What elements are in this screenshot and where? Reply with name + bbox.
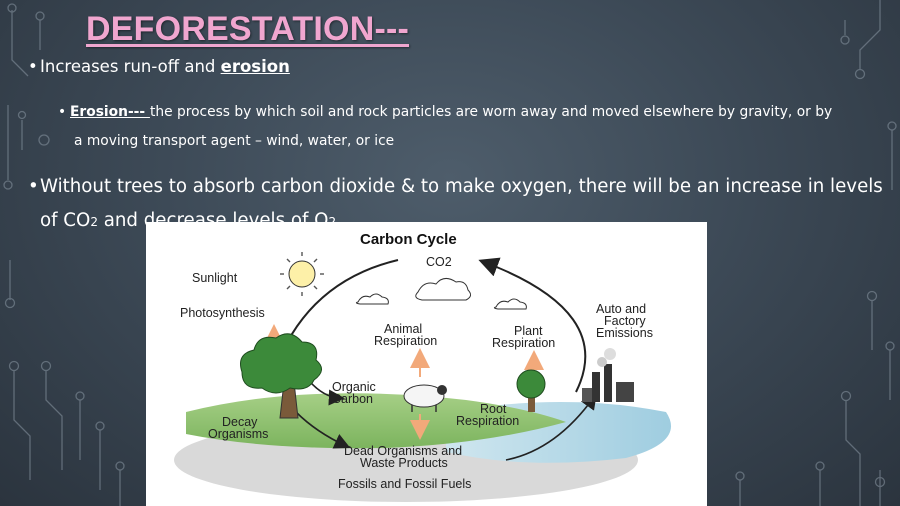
label-dead-line1: Dead Organisms and (344, 444, 462, 458)
label-plant-line2: Respiration (492, 336, 555, 350)
co2-text: of CO (40, 210, 91, 231)
cloud-icon (355, 278, 527, 310)
co2-subscript: 2 (90, 215, 98, 229)
label-decay-line1: Decay (222, 415, 258, 429)
label-auto-line2: Factory (604, 314, 646, 328)
label-organic-line2: Carbon (332, 392, 373, 406)
label-animal-line2: Respiration (374, 334, 437, 348)
factory-icon (582, 348, 634, 402)
carbon-cycle-diagram: Carbon Cycle Sunlight Photosynthesis CO2 (146, 222, 707, 506)
diagram-title: Carbon Cycle (360, 231, 457, 248)
sun-icon (280, 252, 324, 296)
subbullet-erosion: •Erosion--- the process by which soil an… (58, 98, 894, 156)
erosion-definition-line2: a moving transport agent – wind, water, … (74, 133, 395, 149)
label-root-line1: Root (480, 402, 507, 416)
tree-icon (240, 333, 322, 419)
label-auto-line1: Auto and (596, 302, 646, 316)
bullet-dot-icon: • (28, 57, 38, 76)
label-organic-line1: Organic (332, 380, 376, 394)
arrow-to-dead-organisms (295, 411, 351, 449)
small-tree-icon (516, 369, 546, 412)
subbullet-dot-icon: • (58, 104, 67, 120)
bullet-runoff: •Increases run-off and erosion (28, 57, 290, 76)
erosion-definition-line1: the process by which soil and rock parti… (149, 104, 833, 120)
bullet-runoff-keyword: erosion (220, 57, 290, 76)
erosion-keyword: Erosion--- (70, 104, 150, 120)
arrow-fossils-to-emissions (505, 393, 597, 461)
label-fossils: Fossils and Fossil Fuels (338, 477, 471, 491)
bullet-trees-line1: Without trees to absorb carbon dioxide &… (40, 176, 883, 197)
label-decay-line2: Organisms (208, 427, 268, 441)
label-sunlight: Sunlight (192, 271, 238, 285)
slide-title: DEFORESTATION--- (86, 10, 410, 48)
label-dead-line2: Waste Products (360, 456, 448, 470)
bullet-dot-icon: • (28, 176, 39, 197)
label-animal-line1: Animal (384, 322, 422, 336)
label-root-line2: Respiration (456, 414, 519, 428)
label-auto-line3: Emissions (596, 326, 653, 340)
label-photosynthesis: Photosynthesis (180, 306, 265, 320)
label-plant-line1: Plant (514, 324, 543, 338)
label-co2: CO2 (426, 255, 452, 269)
sheep-icon (403, 384, 447, 412)
arrow-emissions-to-co2 (478, 257, 587, 393)
bullet-runoff-text: Increases run-off and (40, 57, 221, 76)
